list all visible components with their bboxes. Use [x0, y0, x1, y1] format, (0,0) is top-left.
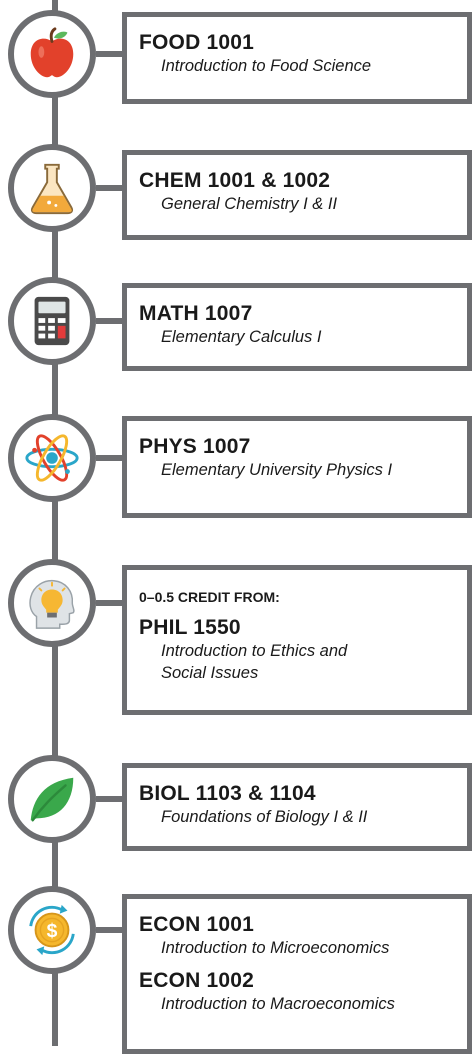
course-card: 0–0.5 CREDIT FROM: PHIL 1550 Introductio…: [122, 565, 472, 715]
course-node: [8, 414, 96, 502]
course-code: BIOL 1103 & 1104: [139, 782, 316, 805]
course-card: FOOD 1001 Introduction to Food Science: [122, 12, 472, 104]
course-title: Introduction to Food Science: [161, 57, 372, 75]
course-title: Introduction to Macroeconomics: [161, 995, 395, 1013]
course-title: Introduction to Microeconomics: [161, 939, 390, 957]
course-title: General Chemistry I & II: [161, 195, 338, 213]
connector: [96, 51, 124, 57]
svg-text:$: $: [47, 921, 58, 942]
course-title: Foundations of Biology I & II: [161, 808, 368, 826]
course-card: BIOL 1103 & 1104 Foundations of Biology …: [122, 763, 472, 851]
credit-note: 0–0.5 CREDIT FROM:: [139, 589, 280, 605]
connector: [96, 796, 124, 802]
course-card: MATH 1007 Elementary Calculus I: [122, 283, 472, 371]
course-node: [8, 559, 96, 647]
course-code: CHEM 1001 & 1002: [139, 169, 331, 192]
atom-icon: [23, 429, 81, 487]
course-title-line-2: Social Issues: [161, 664, 259, 682]
course-node: [8, 144, 96, 232]
course-node: $: [8, 886, 96, 974]
connector: [96, 600, 124, 606]
course-title-line-1: Introduction to Ethics and: [161, 642, 348, 660]
course-code: FOOD 1001: [139, 31, 255, 54]
calculator-icon: [23, 292, 81, 350]
course-code: ECON 1001: [139, 913, 255, 936]
course-card: CHEM 1001 & 1002 General Chemistry I & I…: [122, 150, 472, 240]
course-title: Elementary University Physics I: [161, 461, 393, 479]
flask-icon: [23, 159, 81, 217]
head-lightbulb-icon: [23, 574, 81, 632]
leaf-icon: [23, 770, 81, 828]
course-node: [8, 755, 96, 843]
course-code: ECON 1002: [139, 969, 255, 992]
connector: [96, 185, 124, 191]
course-node: [8, 10, 96, 98]
connector: [96, 318, 124, 324]
connector: [96, 927, 124, 933]
course-title: Elementary Calculus I: [161, 328, 322, 346]
course-code: MATH 1007: [139, 302, 253, 325]
course-card: PHYS 1007 Elementary University Physics …: [122, 416, 472, 518]
course-code: PHIL 1550: [139, 616, 241, 639]
timeline-line: [52, 0, 58, 1046]
coin-dollar-icon: $: [23, 901, 81, 959]
course-card: ECON 1001 Introduction to Microeconomics…: [122, 894, 472, 1054]
apple-icon: [23, 25, 81, 83]
course-node: [8, 277, 96, 365]
connector: [96, 455, 124, 461]
course-code: PHYS 1007: [139, 435, 251, 458]
